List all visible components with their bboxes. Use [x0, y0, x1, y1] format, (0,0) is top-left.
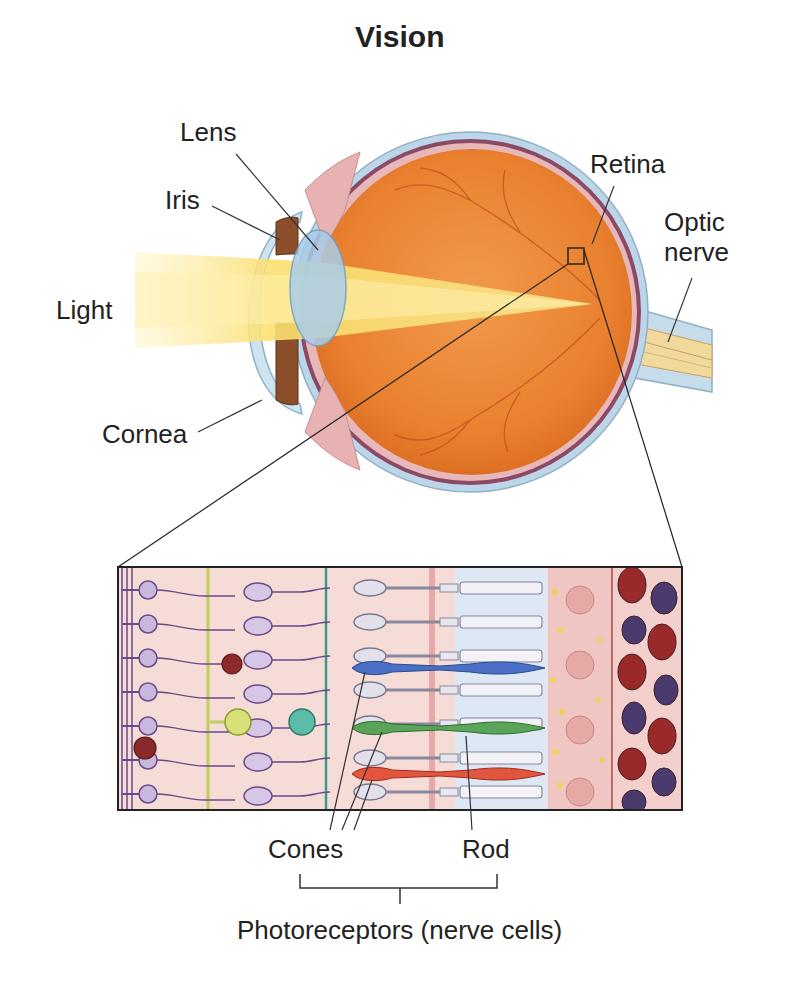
part-label: Light — [56, 296, 112, 326]
part-label: Lens — [180, 118, 236, 148]
part-label: Retina — [590, 150, 665, 180]
part-label: Optic nerve — [664, 208, 764, 268]
part-label: Cornea — [102, 420, 187, 450]
part-label: Photoreceptors (nerve cells) — [237, 916, 562, 946]
part-label: Rod — [462, 835, 510, 865]
part-label: Cones — [268, 835, 343, 865]
part-label: Iris — [165, 186, 200, 216]
diagram-title: Vision — [355, 20, 444, 55]
